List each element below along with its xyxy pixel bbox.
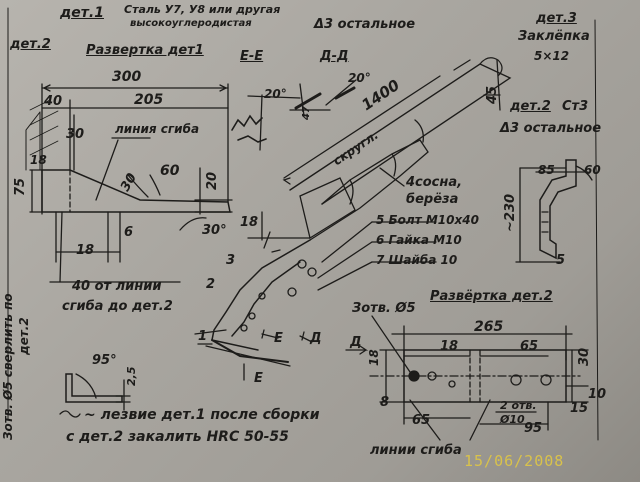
section-e-label: Е-Е <box>240 49 264 64</box>
dim-18-left: 18 <box>30 153 47 167</box>
dim-60: 60 <box>160 163 180 179</box>
thickness-rest: Δ3 остальное <box>314 17 416 32</box>
dim-10: 10 <box>588 387 607 402</box>
dim-6: 6 <box>124 225 134 240</box>
dim-75: 75 <box>13 177 28 196</box>
dim-30: 30 <box>66 127 85 142</box>
part1-title: дет.1 <box>60 5 104 21</box>
part1-development-title: Развертка дет1 <box>86 43 204 58</box>
dim-18-assembly: 18 <box>240 215 259 230</box>
pos-3: 3 <box>226 253 236 268</box>
dim-47: 47 <box>301 106 312 120</box>
section-d-label: Д-Д <box>320 49 349 64</box>
dim-95deg: 95° <box>92 353 117 368</box>
part2-thickness: Δ3 остальное <box>500 121 602 136</box>
note-from-bend: 40 от линии <box>72 279 162 294</box>
dim-30deg: 30° <box>202 223 227 238</box>
view-d-upper: Д <box>310 331 322 346</box>
dim-205: 205 <box>134 92 164 108</box>
blade-note: ~ лезвие дет.1 после сборки <box>84 407 320 423</box>
dim-300: 300 <box>112 69 142 85</box>
nut-label: 6 Гайка М10 <box>376 233 462 247</box>
hole-note: Зотв. Ø5 сверлить по <box>1 293 15 440</box>
dim-40: 40 <box>44 94 63 109</box>
part3-title: дет.3 <box>536 11 577 26</box>
view-e-upper: Е <box>274 331 283 346</box>
view-e-lower: Е <box>254 371 263 386</box>
part3-name: Заклёпка <box>518 29 590 44</box>
dim-85: 85 <box>538 163 555 177</box>
pos-2: 2 <box>206 277 216 292</box>
bend-lines-label: линии сгиба <box>370 443 462 458</box>
holes2-label: 2 отв. <box>500 399 537 412</box>
holes-label: Зотв. Ø5 <box>352 301 416 316</box>
dim-5: 5 <box>556 253 566 268</box>
dim-65b: 65 <box>412 413 431 428</box>
part2-material: Ст3 <box>562 99 589 114</box>
dim-2-5: 2,5 <box>125 366 138 387</box>
pos-1: 1 <box>198 329 208 344</box>
handle-material: 4сосна, берёза <box>406 175 463 207</box>
washer-label: 7 Шайба 10 <box>376 253 458 267</box>
blade-note-2: с дет.2 закалить HRC 50-55 <box>66 429 289 445</box>
view-d-lower: Д <box>350 335 362 350</box>
dim-60-part2: 60 <box>584 163 601 177</box>
dim-45: 45 <box>485 85 500 104</box>
dim-20deg-d: 20° <box>348 71 371 85</box>
part2-title: дет.2 <box>510 99 551 114</box>
dim-18-dev-left: 18 <box>367 349 381 366</box>
bend-line-label: линия сгиба <box>115 122 200 136</box>
hole-dia: Ø10 <box>500 413 525 426</box>
dim-30-dev: 30 <box>577 347 592 366</box>
dim-8: 8 <box>380 395 390 410</box>
dim-65-dev: 65 <box>520 339 539 354</box>
date-stamp: 15/06/2008 <box>464 452 565 470</box>
dim-18b: 18 <box>76 243 95 258</box>
dim-18-dev: 18 <box>440 339 459 354</box>
part2-label: дет.2 <box>10 37 51 52</box>
dim-20deg-e: 20° <box>264 87 287 101</box>
part2-development-title: Развёртка дет.2 <box>430 289 553 304</box>
part3-size: 5×12 <box>534 49 570 63</box>
dim-15: 15 <box>570 401 589 416</box>
dim-20: 20 <box>205 171 220 190</box>
bolt-label: 5 Болт М10х40 <box>376 213 479 227</box>
dim-230: ~230 <box>503 193 518 232</box>
part1-material-2: высокоуглеродистая <box>130 18 252 29</box>
dim-95: 95 <box>524 421 543 436</box>
hole-note-2: дет.2 <box>17 317 31 355</box>
part1-material: Сталь У7, У8 или другая <box>124 3 281 16</box>
dim-265: 265 <box>474 319 504 335</box>
note-from-bend-2: сгиба до дет.2 <box>62 299 173 314</box>
